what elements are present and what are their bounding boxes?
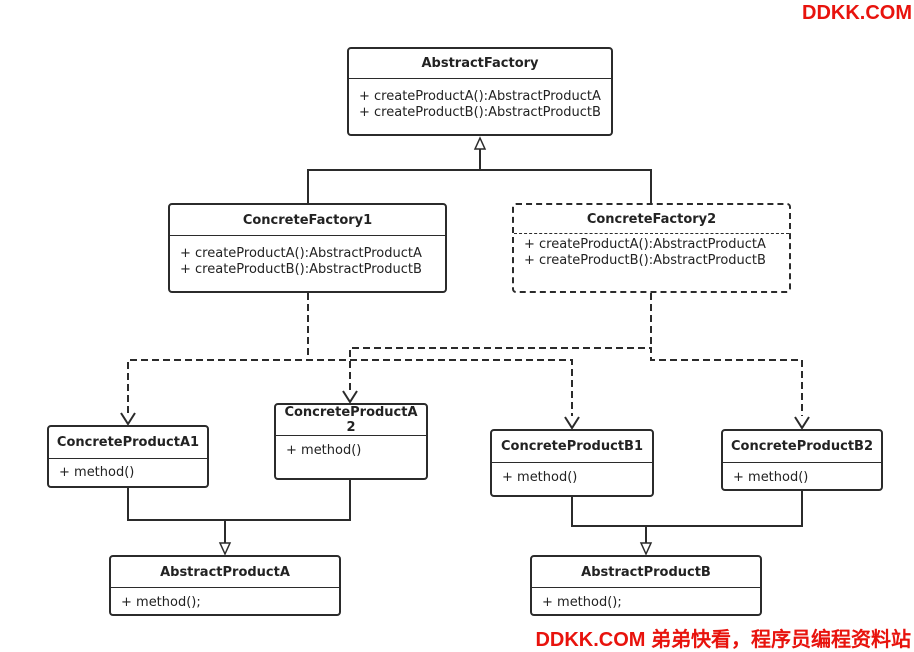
method: + method() <box>502 470 578 485</box>
dependency-arrow-product-a2 <box>342 390 358 404</box>
method-create-product-b: + createProductB():AbstractProductB <box>359 105 601 120</box>
class-methods: + createProductA():AbstractProductA + cr… <box>349 79 611 121</box>
class-name: AbstractProductB <box>532 557 760 588</box>
class-name: ConcreteProductA2 <box>276 405 426 436</box>
class-name: AbstractFactory <box>349 49 611 79</box>
method-create-product-a: + createProductA():AbstractProductA <box>180 246 422 261</box>
class-methods: + createProductA():AbstractProductA + cr… <box>514 234 789 269</box>
class-methods: + method(); <box>532 588 760 611</box>
class-abstract-product-b[interactable]: AbstractProductB + method(); <box>530 555 762 616</box>
class-methods: + method() <box>276 436 426 459</box>
class-concrete-factory-2[interactable]: ConcreteFactory2 + createProductA():Abst… <box>512 203 791 293</box>
class-name: ConcreteProductA1 <box>49 427 207 459</box>
class-concrete-product-b1[interactable]: ConcreteProductB1 + method() <box>490 429 654 497</box>
factory-inheritance-bus <box>307 169 652 203</box>
method-create-product-a: + createProductA():AbstractProductA <box>524 237 766 252</box>
method-create-product-b: + createProductB():AbstractProductB <box>524 253 766 268</box>
dependency-arrow-product-b1 <box>564 416 580 430</box>
dependency-arrow-product-a1 <box>120 412 136 426</box>
factory2-dependency-bus <box>349 347 803 416</box>
class-concrete-product-a2[interactable]: ConcreteProductA2 + method() <box>274 403 428 480</box>
watermark-bottom: DDKK.COM 弟弟快看，程序员编程资料站 <box>535 629 911 651</box>
class-name: ConcreteProductB2 <box>723 431 881 463</box>
class-concrete-product-a1[interactable]: ConcreteProductA1 + method() <box>47 425 209 488</box>
inheritance-arrow-abstract-product-a <box>218 542 232 556</box>
class-methods: + method() <box>49 459 207 481</box>
factory1-dependency-bus <box>127 359 573 416</box>
method: + method() <box>59 465 135 480</box>
class-methods: + method() <box>723 463 881 486</box>
inheritance-arrow-abstract-factory <box>473 136 487 150</box>
inheritance-arrow-abstract-product-b <box>639 542 653 556</box>
class-name: ConcreteFactory2 <box>514 205 789 234</box>
product-b-inheritance-bus <box>571 491 803 527</box>
class-methods: + method(); <box>111 588 339 611</box>
method: + method(); <box>542 595 622 610</box>
class-methods: + method() <box>492 463 652 486</box>
method-create-product-b: + createProductB():AbstractProductB <box>180 262 422 277</box>
class-name: ConcreteFactory1 <box>170 205 445 236</box>
class-abstract-factory[interactable]: AbstractFactory + createProductA():Abstr… <box>347 47 613 136</box>
method: + method() <box>733 470 809 485</box>
dependency-arrow-product-b2 <box>794 416 810 430</box>
watermark-top: DDKK.COM <box>802 2 912 24</box>
class-concrete-product-b2[interactable]: ConcreteProductB2 + method() <box>721 429 883 491</box>
method-create-product-a: + createProductA():AbstractProductA <box>359 89 601 104</box>
product-a-inheritance-bus <box>127 480 351 521</box>
class-concrete-factory-1[interactable]: ConcreteFactory1 + createProductA():Abst… <box>168 203 447 293</box>
class-abstract-product-a[interactable]: AbstractProductA + method(); <box>109 555 341 616</box>
method: + method() <box>286 443 362 458</box>
class-name: ConcreteProductB1 <box>492 431 652 463</box>
class-name: AbstractProductA <box>111 557 339 588</box>
class-methods: + createProductA():AbstractProductA + cr… <box>170 236 445 278</box>
method: + method(); <box>121 595 201 610</box>
